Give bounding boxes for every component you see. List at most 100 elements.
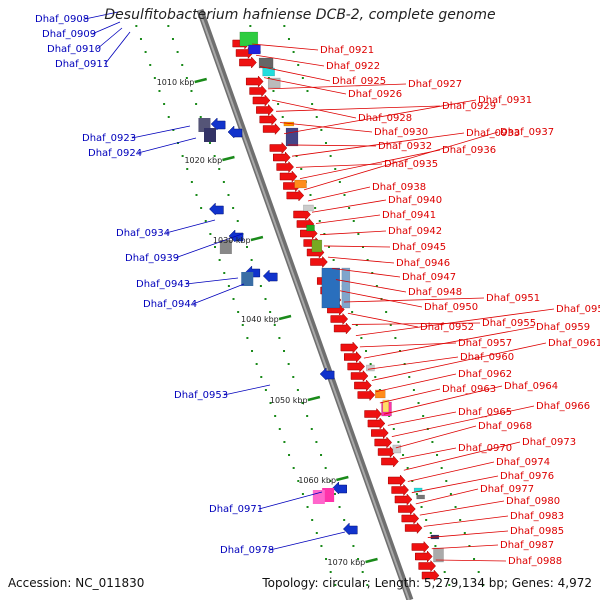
forward-gene-arrow bbox=[310, 255, 328, 269]
tick-dot bbox=[227, 194, 230, 196]
forward-leader-line bbox=[291, 132, 465, 157]
reverse-leader-line bbox=[185, 277, 239, 285]
tick-dot bbox=[408, 376, 411, 378]
tick-dot bbox=[295, 155, 298, 157]
forward-gene-label: Dhaf_0937 bbox=[500, 127, 554, 138]
tick-dot bbox=[232, 207, 235, 209]
forward-leader-line bbox=[327, 256, 395, 264]
tick-dot bbox=[200, 207, 203, 209]
accession-text: Accession: NC_011830 bbox=[8, 576, 145, 590]
tick-dot bbox=[283, 441, 286, 443]
forward-gene-label: Dhaf_0940 bbox=[388, 195, 442, 206]
forward-gene-label: Dhaf_0932 bbox=[378, 141, 432, 152]
tick-dot bbox=[351, 311, 354, 313]
tick-dot bbox=[204, 220, 207, 222]
tick-dot bbox=[153, 77, 156, 79]
feature-block bbox=[413, 487, 423, 493]
tick-dot bbox=[278, 337, 281, 339]
tick-dot bbox=[218, 168, 221, 170]
tick-dot bbox=[309, 194, 312, 196]
tick-dot bbox=[360, 337, 363, 339]
tick-dot bbox=[222, 181, 225, 183]
tick-dot bbox=[357, 233, 360, 235]
tick-dot bbox=[434, 545, 437, 547]
tick-dot bbox=[287, 363, 290, 365]
tick-dot bbox=[449, 493, 452, 495]
forward-gene-label: Dhaf_0963 bbox=[442, 384, 496, 395]
forward-gene-arrow bbox=[256, 103, 274, 117]
forward-gene-arrow bbox=[259, 113, 278, 126]
forward-gene-label: Dhaf_0947 bbox=[402, 272, 456, 283]
tick-dot bbox=[199, 116, 202, 118]
reverse-gene-label: Dhaf_0978 bbox=[220, 545, 274, 556]
tick-dot bbox=[420, 506, 423, 508]
tick-dot bbox=[389, 324, 392, 326]
tick-dot bbox=[315, 532, 318, 534]
forward-gene-label: Dhaf_0968 bbox=[478, 421, 532, 432]
tick-dot bbox=[366, 259, 369, 261]
tick-dot bbox=[269, 311, 272, 313]
reverse-gene-arrow bbox=[342, 522, 358, 536]
tick-dot bbox=[343, 194, 346, 196]
tick-dot bbox=[394, 337, 397, 339]
forward-leader-line bbox=[271, 99, 357, 119]
reverse-leader-line bbox=[174, 233, 243, 259]
forward-leader-line bbox=[323, 245, 391, 248]
feature-block bbox=[392, 444, 402, 454]
forward-leader-line bbox=[252, 43, 319, 51]
forward-gene-arrow bbox=[371, 426, 389, 440]
tick-dot bbox=[195, 103, 198, 105]
forward-gene-arrow bbox=[377, 445, 396, 459]
tick-dot bbox=[310, 428, 313, 430]
tick-dot bbox=[315, 441, 318, 443]
reverse-gene-label: Dhaf_0939 bbox=[125, 253, 179, 264]
forward-leader-line bbox=[435, 559, 507, 562]
reverse-gene-arrow bbox=[209, 202, 224, 216]
forward-gene-arrow bbox=[276, 160, 294, 174]
tick-dot bbox=[237, 311, 240, 313]
forward-gene-arrow bbox=[411, 540, 430, 554]
tick-dot bbox=[443, 571, 446, 573]
kbp-label: 1010 kbp bbox=[157, 78, 195, 87]
tick-dot bbox=[323, 233, 326, 235]
forward-leader-line bbox=[431, 544, 499, 550]
forward-gene-label: Dhaf_0936 bbox=[442, 145, 496, 156]
tick-dot bbox=[251, 350, 254, 352]
tick-dot bbox=[281, 116, 284, 118]
kbp-label: 1050 kbp bbox=[270, 396, 308, 405]
label-leader-lines bbox=[84, 11, 555, 562]
forward-leader-line bbox=[351, 322, 481, 325]
forward-gene-arrow bbox=[245, 75, 264, 88]
tick-dot bbox=[218, 259, 221, 261]
tick-dot bbox=[186, 168, 189, 170]
reverse-gene-label: Dhaf_0934 bbox=[116, 228, 170, 239]
forward-gene-label: Dhaf_0973 bbox=[522, 437, 576, 448]
forward-leader-line bbox=[395, 425, 477, 449]
tick-dot bbox=[301, 493, 304, 495]
tick-dot bbox=[181, 155, 184, 157]
tick-dot bbox=[325, 558, 328, 560]
tick-dot bbox=[274, 415, 277, 417]
forward-leader-line bbox=[268, 83, 407, 90]
tick-dot bbox=[213, 155, 216, 157]
forward-gene-arrow bbox=[415, 550, 433, 563]
forward-leader-line bbox=[399, 447, 457, 460]
forward-gene-arrow bbox=[344, 350, 362, 364]
tick-dot bbox=[482, 584, 485, 586]
tick-dot bbox=[241, 324, 244, 326]
forward-gene-arrow bbox=[350, 369, 369, 383]
tick-dot bbox=[292, 376, 295, 378]
kbp-tick bbox=[278, 314, 292, 321]
forward-gene-arrow bbox=[381, 455, 399, 468]
tick-dot bbox=[374, 376, 377, 378]
tick-dot bbox=[185, 77, 188, 79]
reverse-gene-label: Dhaf_0910 bbox=[47, 44, 101, 55]
forward-gene-arrow bbox=[252, 94, 271, 107]
tick-dot bbox=[214, 246, 216, 248]
kbp-label: 1070 kbp bbox=[328, 558, 366, 567]
tick-dot bbox=[288, 454, 291, 456]
forward-leader-line bbox=[260, 66, 331, 82]
forward-leader-line bbox=[407, 461, 495, 482]
reverse-gene-arrow bbox=[332, 481, 347, 495]
tick-dot bbox=[445, 480, 448, 482]
